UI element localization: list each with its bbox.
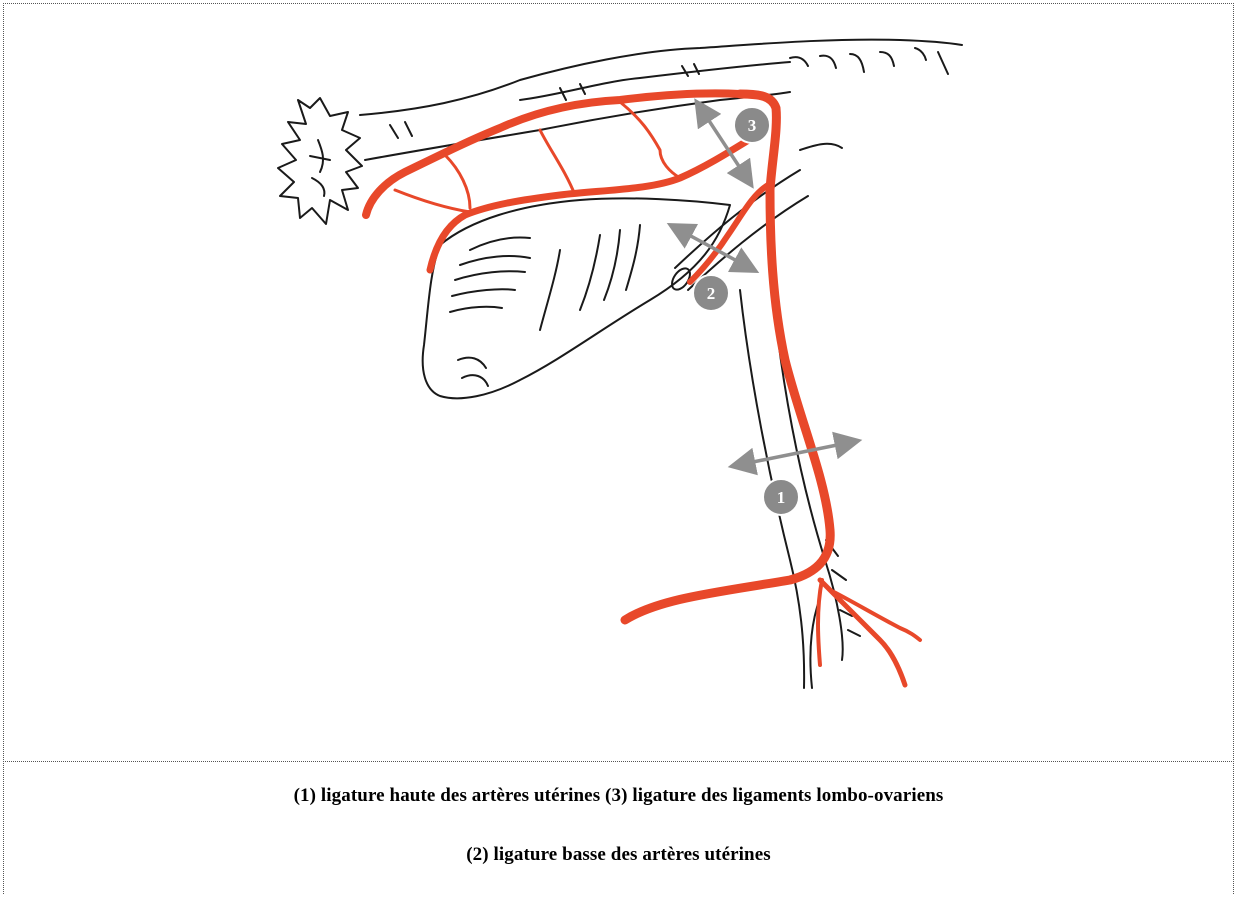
ovary-surface-lines xyxy=(450,238,530,313)
descending-branch-1 xyxy=(820,580,905,685)
tube-upper-outline xyxy=(360,40,962,115)
mesosalpinx-hatching xyxy=(790,48,948,74)
arteries xyxy=(366,93,920,685)
ovary-ridges xyxy=(540,225,640,330)
badge-2-label: 2 xyxy=(707,284,716,303)
badge-3: 3 xyxy=(734,107,770,143)
branch-c xyxy=(445,155,470,208)
caption-line-1: (1) ligature haute des artères utérines … xyxy=(3,785,1234,807)
fimbriae-detail xyxy=(310,140,330,196)
caption-divider xyxy=(3,761,1234,762)
uterine-artery-main xyxy=(625,94,830,620)
descending-branch-3 xyxy=(818,580,822,665)
fimbriae-outline xyxy=(278,98,362,224)
badge-2: 2 xyxy=(693,275,729,311)
badge-1-label: 1 xyxy=(777,488,786,507)
branch-d xyxy=(395,190,470,212)
badge-1: 1 xyxy=(763,479,799,515)
caption-line-2: (2) ligature basse des artères utérines xyxy=(3,844,1234,866)
badge-3-label: 3 xyxy=(748,116,757,135)
anatomical-diagram: 3 2 1 xyxy=(4,4,1233,760)
branch-a xyxy=(540,130,575,195)
ovary-outline xyxy=(423,198,730,398)
upper-fold xyxy=(800,144,842,150)
anatomy-outline xyxy=(278,40,962,688)
anatomy-svg: 3 2 1 xyxy=(4,4,1233,760)
ovary-lower-marks xyxy=(458,358,488,386)
tube-hatching xyxy=(390,64,699,138)
